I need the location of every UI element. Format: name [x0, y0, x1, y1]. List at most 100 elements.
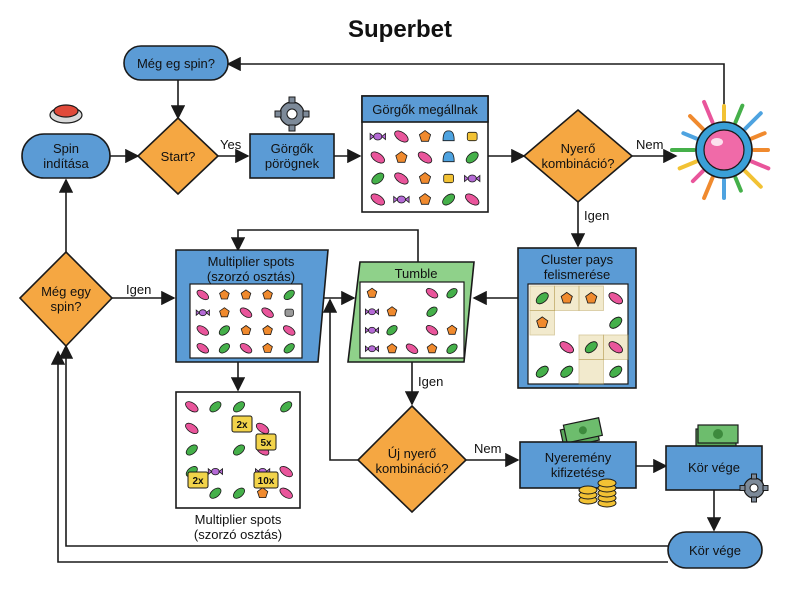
- candy-icon: [584, 341, 598, 354]
- node-kor-vege-2: [667, 531, 763, 569]
- edge-ball-megeg: [226, 56, 725, 110]
- label-start: Start?: [160, 149, 196, 164]
- candy-icon: [364, 345, 380, 353]
- node-gorgok-porognek: [249, 133, 335, 179]
- candy-icon: [394, 172, 409, 185]
- label-meg-eg-spin: Még eg spin?: [136, 56, 216, 71]
- candy-icon: [185, 422, 199, 434]
- edge-label-igen-2: Igen: [126, 282, 152, 297]
- candy-icon: [218, 343, 230, 354]
- edge-label-igen-1: Igen: [584, 208, 610, 223]
- label-kor-vege-2: Kör vége: [688, 543, 742, 558]
- candy-icon: [255, 422, 270, 434]
- candy-icon: [218, 325, 230, 336]
- coins-icon: [578, 478, 617, 508]
- multiplier-badge: [187, 471, 209, 489]
- label-nyeremeny-kifizetese: Nyeremény kifizetése: [544, 450, 612, 480]
- candy-icon: [560, 365, 574, 378]
- candy-icon: [446, 288, 458, 299]
- candy-icon: [185, 444, 198, 456]
- label-meg-egy-spin: Még egy spin?: [41, 284, 91, 314]
- label-gorgok-porognek: Görgők pörögnek: [264, 141, 320, 171]
- gear-icon-2: [739, 473, 769, 503]
- node-uj-nyero: [356, 404, 468, 514]
- multiplier-badge-text: 10x: [258, 476, 275, 487]
- candy-icon: [585, 291, 598, 304]
- edge-label-nem-1: Nem: [636, 137, 664, 152]
- candy-icon: [446, 343, 458, 354]
- candy-icon: [261, 307, 274, 318]
- candy-icon: [536, 316, 549, 328]
- red-button-icon: [53, 104, 79, 118]
- candy-icon: [366, 287, 378, 298]
- cluster-highlight: [578, 359, 604, 385]
- candy-icon: [233, 401, 245, 413]
- candy-icon: [559, 341, 574, 354]
- candy-icon: [364, 308, 380, 316]
- multiplier-badge: [255, 433, 277, 451]
- candy-icon: [370, 151, 385, 164]
- candy-icon: [393, 195, 410, 204]
- candy-ball-icon: [670, 99, 771, 201]
- candy-icon: [283, 325, 296, 336]
- multiplier-badge-text: 5x: [260, 438, 272, 449]
- candy-icon: [418, 193, 432, 205]
- candy-icon: [239, 307, 253, 318]
- candy-icon: [425, 325, 439, 336]
- candy-icon: [196, 289, 209, 301]
- candy-icon: [394, 130, 409, 143]
- candy-icon: [609, 365, 623, 378]
- node-start: [136, 116, 220, 196]
- candy-icon: [386, 306, 398, 317]
- label-cluster-pays: Cluster pays felismerése: [540, 252, 614, 282]
- candy-icon: [369, 132, 386, 141]
- multiplier-badge-text: 2x: [236, 420, 248, 431]
- candy-icon: [209, 487, 222, 499]
- edge-korvege-megegy-1: [58, 344, 668, 547]
- candy-icon: [418, 130, 432, 142]
- node-spin-inditasa: [21, 133, 111, 179]
- candy-icon: [446, 324, 458, 335]
- tumble-grid: [364, 287, 458, 354]
- cash-icon-2: [695, 424, 739, 448]
- candy-icon: [371, 172, 385, 185]
- candy-icon: [426, 306, 438, 317]
- candy-icon: [465, 151, 479, 164]
- caption-multiplier-spots: Multiplier spots (szorzó osztás): [193, 512, 283, 542]
- candy-icon: [466, 131, 478, 142]
- candy-icon: [442, 193, 456, 206]
- cluster-grid: [529, 285, 629, 385]
- candy-icon: [279, 487, 293, 499]
- candy-icon: [207, 467, 223, 476]
- reel-grid: [369, 130, 481, 206]
- candy-icon: [386, 343, 398, 354]
- candy-icon: [279, 466, 293, 478]
- candy-icon: [426, 343, 438, 354]
- candy-icon: [418, 172, 432, 184]
- candy-icon: [262, 342, 273, 353]
- multiplier-grid: [195, 289, 296, 354]
- candy-icon: [560, 291, 573, 304]
- multiplier-badge: [231, 415, 253, 433]
- candy-icon: [283, 343, 295, 354]
- candy-icon: [464, 174, 481, 183]
- candy-icon: [442, 151, 455, 163]
- candy-icon: [425, 288, 439, 299]
- candy-icon: [465, 193, 480, 206]
- label-kor-vege-1: Kör vége: [687, 460, 741, 475]
- candy-icon: [262, 325, 273, 336]
- candy-icon: [405, 343, 419, 354]
- candy-icon: [240, 325, 252, 336]
- candy-icon: [370, 193, 385, 206]
- label-gorgok-megallnak: Görgők megállnak: [372, 102, 478, 117]
- candy-icon: [364, 326, 380, 334]
- gear-icon: [274, 96, 310, 132]
- node-nyeremeny-kifizetese: [519, 441, 637, 489]
- candy-icon: [609, 316, 623, 329]
- candy-icon: [233, 444, 245, 456]
- edge-label-igen-3: Igen: [418, 374, 444, 389]
- candy-icon: [284, 308, 294, 317]
- candy-icon: [443, 173, 454, 184]
